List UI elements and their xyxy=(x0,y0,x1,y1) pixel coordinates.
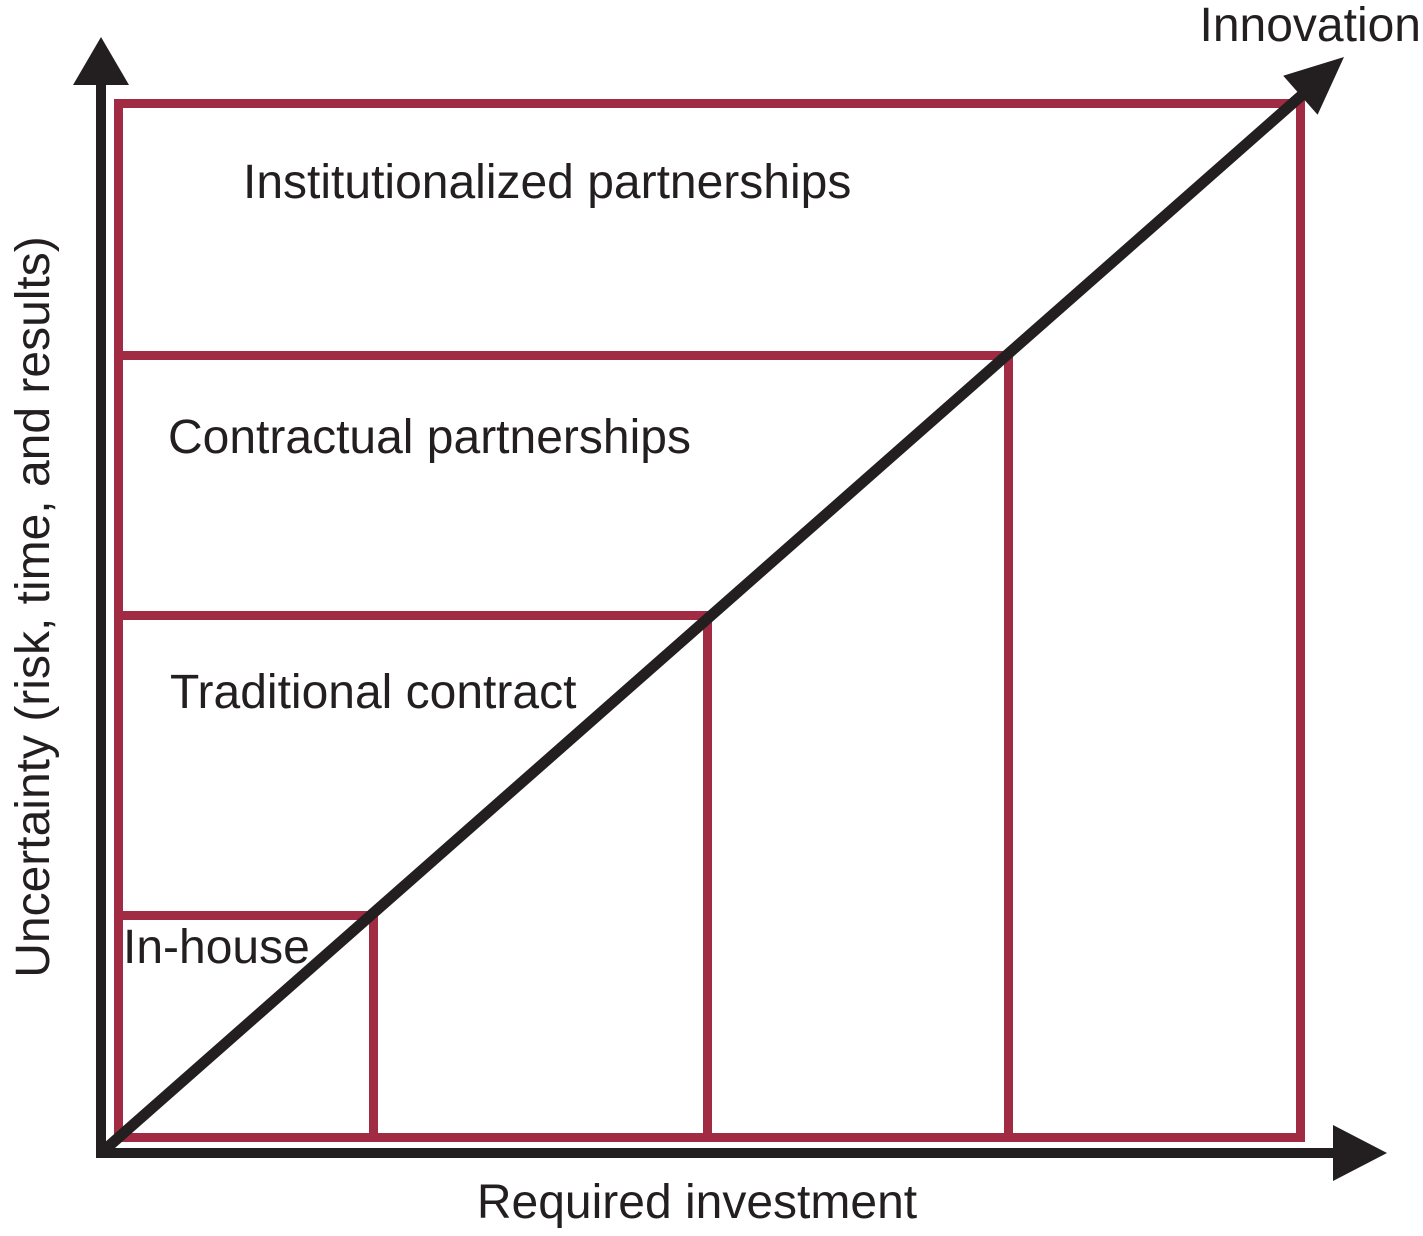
label-in-house: In-house xyxy=(123,921,310,974)
x-axis-arrowhead-icon xyxy=(1333,1125,1387,1181)
y-axis-arrowhead-icon xyxy=(73,37,129,85)
label-contractual-partnerships: Contractual partnerships xyxy=(168,411,691,464)
label-institutionalized-partnerships: Institutionalized partnerships xyxy=(243,156,852,209)
y-axis-label: Uncertainty (risk, time, and results) xyxy=(7,236,60,978)
label-innovation: Innovation xyxy=(1199,0,1421,52)
x-axis-label: Required investment xyxy=(476,1176,918,1229)
label-traditional-contract: Traditional contract xyxy=(170,666,577,719)
